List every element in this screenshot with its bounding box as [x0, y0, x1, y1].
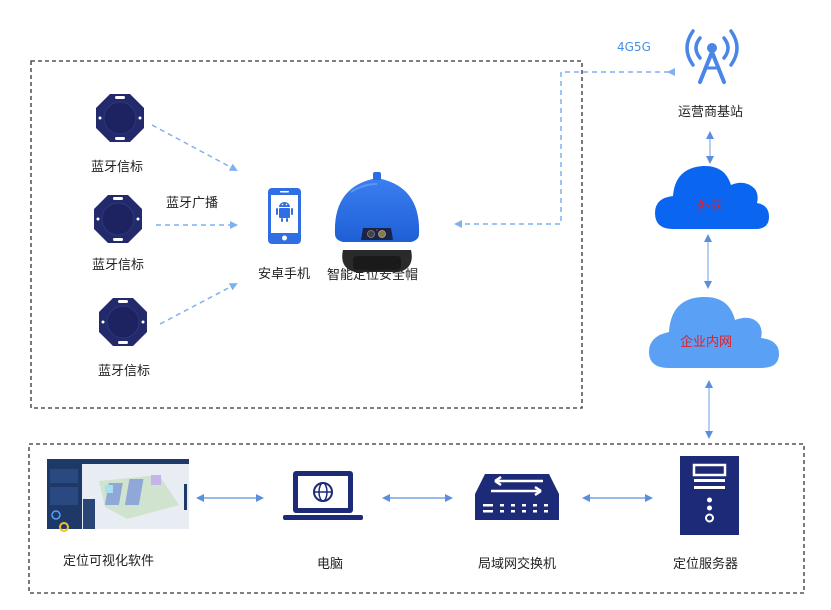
computer-laptop-icon — [283, 471, 363, 520]
server-label: 定位服务器 — [673, 557, 739, 572]
network-link-label: 4G5G — [617, 40, 651, 54]
backend-zone-box — [28, 443, 805, 594]
tower-label: 运营商基站 — [678, 105, 744, 120]
beacon-link-arrow — [151, 124, 238, 171]
internet-cloud-icon — [655, 165, 769, 229]
software-label: 定位可视化软件 — [63, 554, 155, 569]
android-phone-icon — [268, 188, 301, 244]
beacon-label: 蓝牙信标 — [92, 258, 145, 273]
cell-tower-icon — [685, 29, 739, 84]
intranet-label: 企业内网 — [680, 335, 733, 350]
computer-label: 电脑 — [317, 557, 344, 572]
beacon-label: 蓝牙信标 — [91, 160, 144, 175]
helmet-uplink-line — [454, 68, 675, 228]
beacon-label: 蓝牙信标 — [98, 364, 151, 379]
phone-label: 安卓手机 — [258, 267, 311, 282]
field-zone-box — [30, 60, 583, 409]
network-switch-icon — [475, 474, 559, 520]
smart-helmet-icon — [334, 172, 420, 272]
beacon-icon — [94, 195, 142, 243]
visualization-software-thumbnail — [47, 459, 189, 532]
intranet-cloud-icon — [649, 296, 779, 368]
broadcast-label: 蓝牙广播 — [166, 196, 219, 211]
switch-label: 局域网交换机 — [478, 557, 557, 572]
beacon-link-arrow — [159, 283, 238, 325]
beacon-icon — [96, 94, 144, 142]
positioning-server-icon — [680, 456, 739, 535]
helmet-label: 智能定位安全帽 — [327, 268, 419, 283]
internet-label: 外网 — [697, 200, 724, 215]
beacon-icon — [99, 298, 147, 346]
